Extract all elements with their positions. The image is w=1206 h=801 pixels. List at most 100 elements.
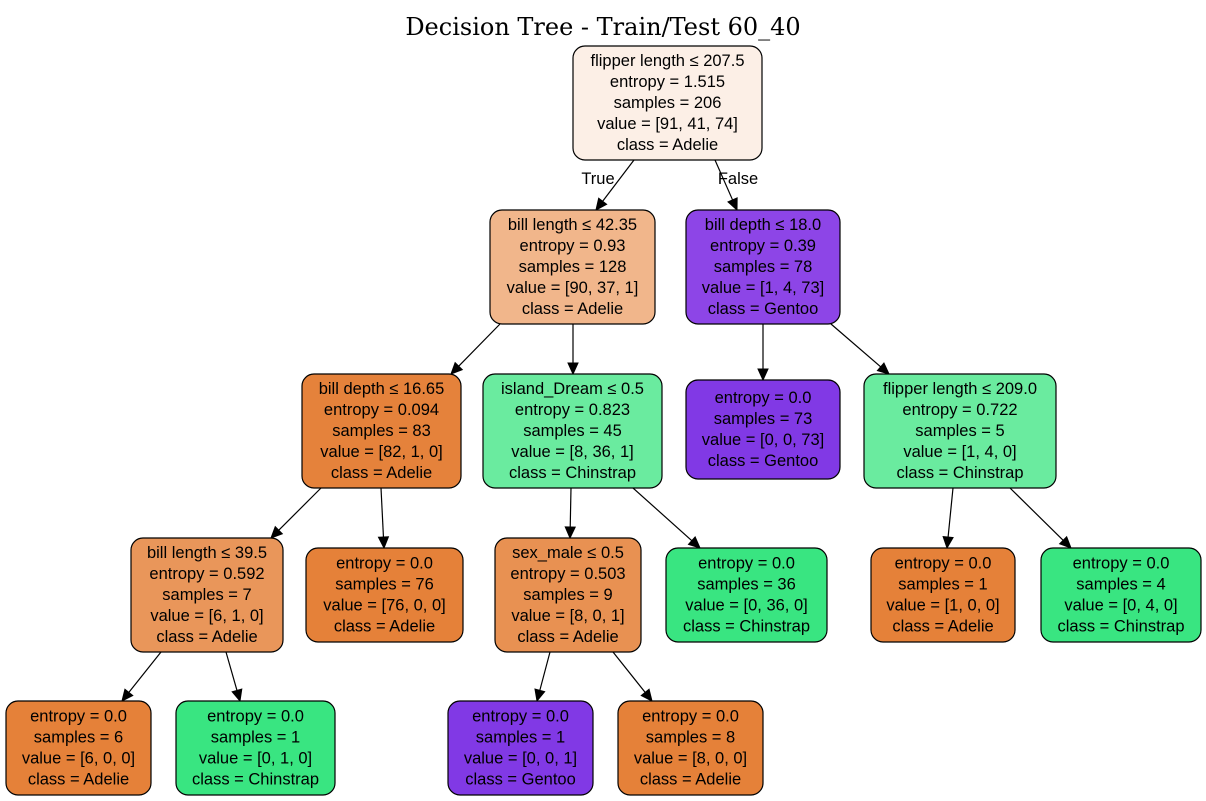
node-line: entropy = 1.515 [610, 73, 725, 91]
edge-root-n1: True [581, 159, 635, 211]
edge-n2-n5 [757, 324, 769, 382]
edge-n1-n4 [567, 324, 579, 376]
node-line: class = Chinstrap [896, 464, 1023, 482]
arrowhead-icon [876, 362, 890, 375]
node-line: entropy = 0.93 [520, 237, 626, 255]
tree-node-n2: bill depth ≤ 18.0 entropy = 0.39 samples =… [685, 209, 841, 325]
node-line: value = [0, 0, 73] [702, 431, 824, 449]
node-box [617, 700, 764, 796]
node-line: class = Adelie [28, 771, 129, 789]
node-line: value = [8, 36, 1] [511, 443, 633, 461]
arrowhead-icon [270, 525, 284, 539]
node-box [685, 209, 841, 325]
edge-n1-n3 [450, 323, 501, 375]
node-line: class = Chinstrap [509, 464, 636, 482]
node-line: value = [0, 4, 0] [1064, 597, 1177, 615]
node-line: class = Adelie [892, 618, 993, 636]
node-line: entropy = 0.0 [1073, 555, 1170, 573]
edge-line [714, 159, 734, 201]
node-line: entropy = 0.094 [324, 401, 439, 419]
node-line: samples = 7 [162, 586, 251, 604]
node-box [494, 537, 642, 653]
node-line: class = Adelie [522, 300, 623, 318]
node-box [489, 209, 656, 325]
node-line: bill length ≤ 42.35 [508, 216, 637, 234]
node-box [301, 373, 462, 489]
edge-line [380, 487, 385, 538]
arrowhead-icon [757, 368, 769, 382]
nodes-layer: flipper length ≤ 207.5 entropy = 1.515 sam… [5, 45, 1202, 796]
node-box [5, 700, 152, 796]
node-line: value = [6, 0, 0] [22, 750, 135, 768]
node-line: entropy = 0.823 [515, 401, 630, 419]
node-line: value = [90, 37, 1] [507, 279, 639, 297]
node-box [447, 700, 594, 796]
node-line: value = [0, 1, 0] [199, 750, 312, 768]
node-line: samples = 78 [714, 258, 813, 276]
node-line: samples = 1 [476, 729, 565, 747]
edge-n4-n10 [632, 487, 701, 549]
node-line: samples = 8 [646, 729, 735, 747]
arrowhead-icon [687, 536, 701, 549]
node-line: class = Adelie [640, 771, 741, 789]
node-line: entropy = 0.0 [895, 555, 992, 573]
node-line: island_Dream ≤ 0.5 [501, 380, 644, 398]
node-line: samples = 5 [915, 422, 1004, 440]
edge-n4-n9 [564, 487, 577, 540]
arrowhead-icon [595, 197, 608, 211]
edge-n7-n14 [225, 651, 243, 703]
node-line: samples = 73 [714, 410, 813, 428]
edge-n9-n16 [612, 651, 653, 702]
edge-line [602, 159, 635, 202]
arrowhead-icon [942, 535, 954, 550]
node-line: samples = 36 [697, 576, 796, 594]
node-box [863, 373, 1057, 489]
node-line: samples = 76 [335, 576, 434, 594]
node-line: value = [1, 4, 73] [702, 279, 824, 297]
arrowhead-icon [1058, 535, 1072, 549]
edge-n9-n15 [534, 651, 551, 703]
node-line: entropy = 0.0 [715, 389, 812, 407]
node-line: samples = 9 [523, 586, 612, 604]
edge-line [458, 323, 501, 367]
node-line: flipper length ≤ 209.0 [883, 380, 1037, 398]
node-line: class = Chinstrap [683, 618, 810, 636]
edge-line [947, 487, 954, 538]
arrowhead-icon [564, 526, 577, 540]
node-box [1040, 547, 1202, 643]
node-box [685, 379, 841, 480]
node-line: class = Adelie [156, 628, 257, 646]
arrowhead-icon [727, 197, 738, 212]
node-line: samples = 1 [898, 576, 987, 594]
node-line: samples = 4 [1076, 576, 1165, 594]
node-line: class = Adelie [331, 464, 432, 482]
edge-line [1009, 487, 1064, 541]
node-line: flipper length ≤ 207.5 [591, 52, 745, 70]
node-line: entropy = 0.0 [30, 708, 127, 726]
node-box [870, 547, 1016, 643]
node-line: class = Adelie [334, 618, 435, 636]
node-line: samples = 83 [332, 422, 431, 440]
node-line: entropy = 0.39 [710, 237, 816, 255]
edge-line [128, 651, 162, 693]
node-line: samples = 206 [614, 94, 722, 112]
node-line: entropy = 0.0 [336, 555, 433, 573]
node-line: class = Adelie [517, 628, 618, 646]
node-line: entropy = 0.0 [698, 555, 795, 573]
node-line: entropy = 0.0 [642, 708, 739, 726]
node-line: class = Chinstrap [1057, 618, 1184, 636]
node-line: entropy = 0.0 [207, 708, 304, 726]
node-line: bill depth ≤ 18.0 [705, 216, 821, 234]
